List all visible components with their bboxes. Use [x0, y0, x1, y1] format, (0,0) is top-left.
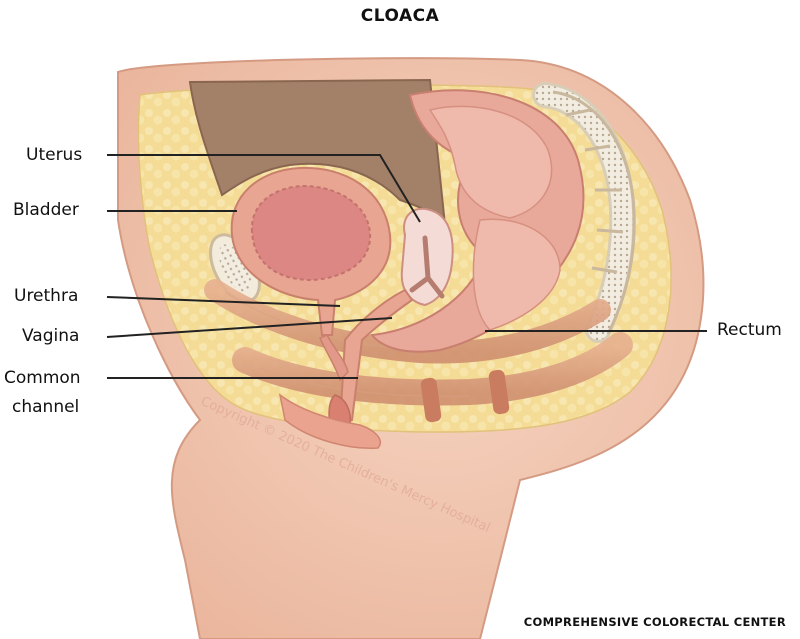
label-rectum: Rectum — [717, 320, 782, 340]
leader-lines — [106, 154, 707, 379]
label-bladder: Bladder — [13, 200, 79, 220]
footer-credit: COMPREHENSIVE COLORECTAL CENTER — [523, 615, 786, 629]
label-vagina: Vagina — [22, 326, 80, 346]
vagina-leader — [106, 317, 393, 338]
uterus-organ — [400, 207, 454, 307]
label-uterus: Uterus — [26, 145, 83, 165]
uterus-leader — [107, 154, 421, 223]
bladder-organ — [230, 166, 392, 336]
label-common-channel-line2: channel — [12, 397, 80, 417]
label-urethra: Urethra — [14, 286, 79, 306]
diagram-title: CLOACA — [360, 6, 440, 26]
rectum-organ — [370, 89, 585, 353]
spine — [532, 82, 636, 343]
label-common-channel-line1: Common — [4, 368, 81, 388]
perineum — [278, 393, 381, 449]
urethra-leader — [106, 296, 341, 307]
abdominal-cavity — [188, 78, 447, 228]
